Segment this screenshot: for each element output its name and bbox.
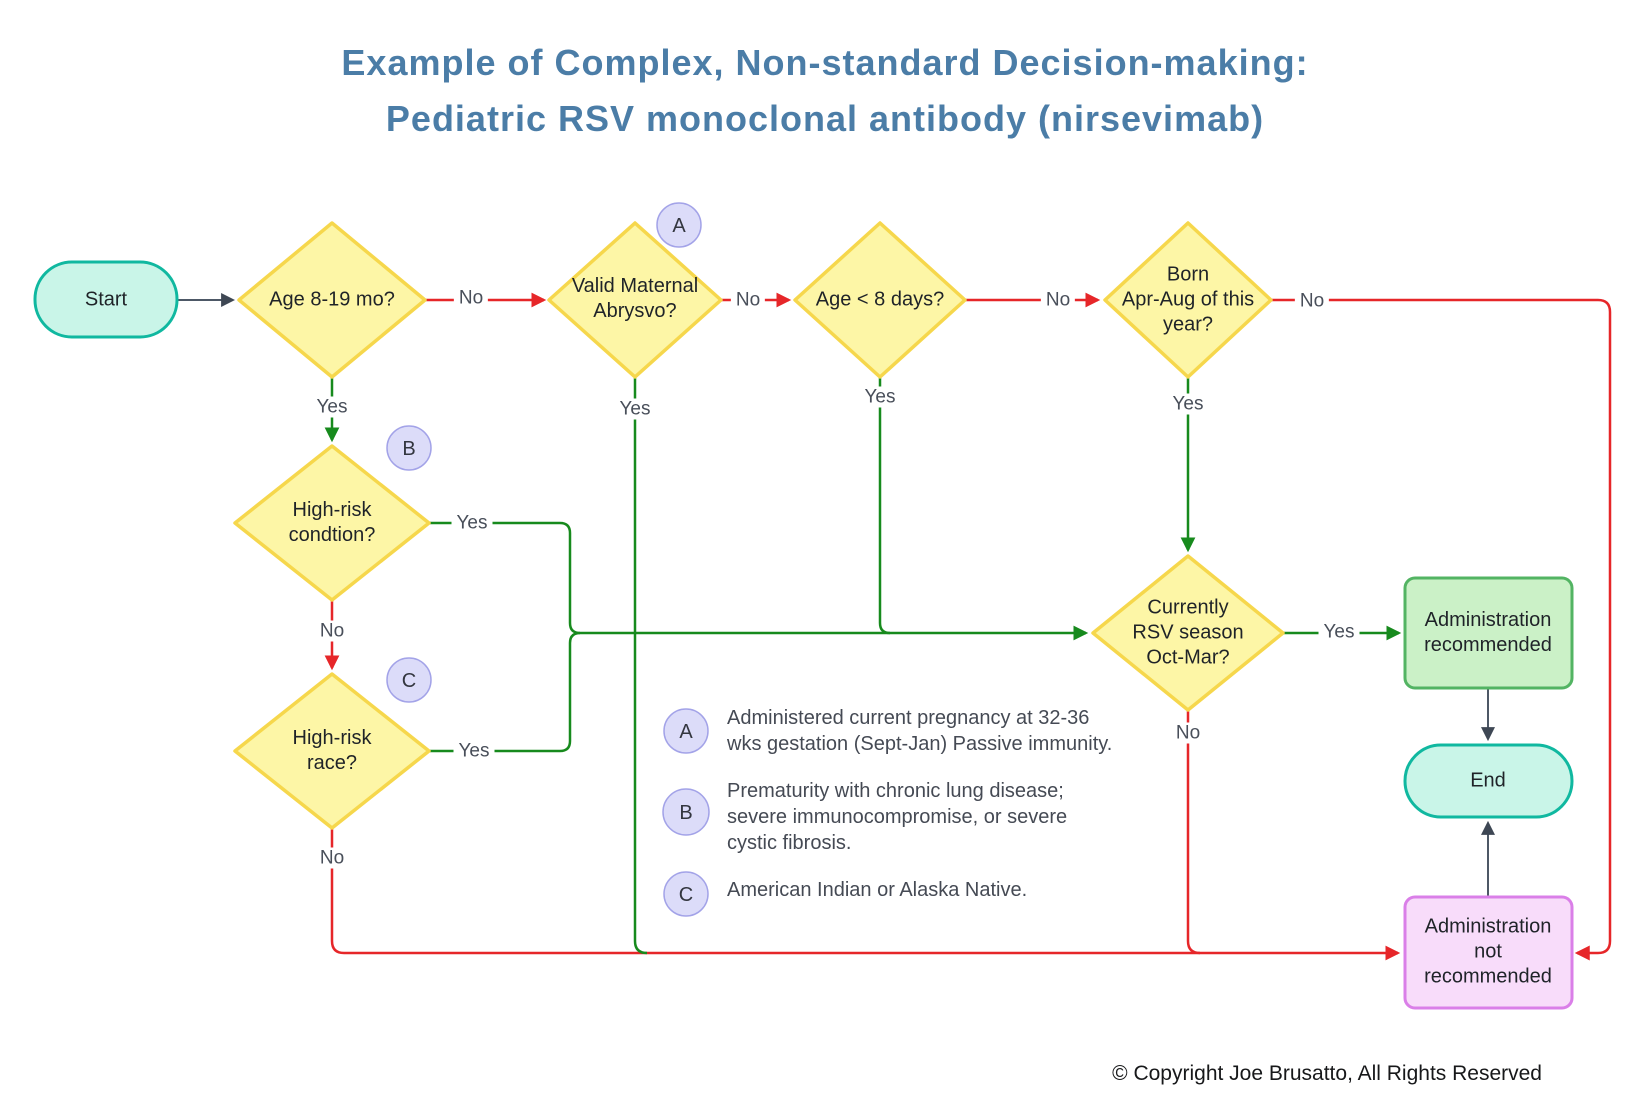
decision-rsv-season-shape: [1091, 554, 1285, 712]
end-terminal-label: End: [1470, 769, 1506, 792]
note-c-badge-circle: [386, 657, 432, 703]
decision-valid-maternal-shape: [547, 221, 723, 379]
decision-born-apr-aug-label: Born Apr-Aug of this year?: [1121, 263, 1255, 336]
decision-age-lt-8-days-shape: [793, 221, 967, 379]
legend-a-text: Administered current pregnancy at 32-36 …: [727, 707, 1113, 755]
page-title-line2: Pediatric RSV monoclonal antibody (nirse…: [385, 98, 1265, 139]
edge-maternal-yes: [633, 377, 648, 955]
start-terminal-label: Start: [84, 288, 128, 311]
note-b-badge-circle: [386, 425, 432, 471]
legend-b-badge-letter: B: [679, 802, 693, 824]
legend-a-badge-circle: [663, 708, 709, 754]
legend-c-badge-letter: C: [678, 884, 694, 906]
edge-label-maternal-no: No: [730, 289, 766, 311]
edge-label-condition-yes: Yes: [451, 512, 493, 534]
decision-valid-maternal-label: Valid Maternal Abrysvo?: [571, 275, 699, 322]
edge-race-no: [330, 828, 1401, 961]
edge-label-maternal-yes: Yes: [614, 398, 656, 420]
legend-c-badge-circle: [663, 871, 709, 917]
decision-high-risk-condition-shape: [233, 444, 431, 602]
admin-recommended-shape: [1403, 576, 1574, 690]
legend-b-text: Prematurity with chronic lung disease; s…: [727, 780, 1068, 854]
copyright-notice: © Copyright Joe Brusatto, All Rights Res…: [1112, 1062, 1542, 1085]
decision-age-8-19-label: Age 8-19 mo?: [269, 288, 395, 311]
edge-label-race-yes: Yes: [453, 740, 495, 762]
edge-label-age8days-yes: Yes: [859, 386, 901, 408]
edge-born-no: [1271, 298, 1612, 961]
decision-age-lt-8-days-label: Age < 8 days?: [815, 288, 945, 311]
edge-age8days-yes: [878, 377, 891, 635]
admin-not-recommended-shape: [1403, 895, 1574, 1010]
decision-born-apr-aug-shape: [1103, 221, 1273, 379]
edge-label-season-yes: Yes: [1318, 621, 1360, 643]
decision-age-8-19-shape: [237, 221, 427, 379]
edge-label-season-no: No: [1170, 722, 1206, 744]
start-terminal-shape: [33, 260, 179, 339]
edge-label-race-no: No: [314, 847, 350, 869]
edge-label-born-no: No: [1294, 290, 1330, 312]
legend-c-text: American Indian or Alaska Native.: [727, 879, 1028, 901]
note-b-badge-letter: B: [402, 438, 416, 460]
legend-a-badge-letter: A: [679, 721, 693, 743]
decision-high-risk-race-label: High-risk race?: [292, 727, 372, 774]
edge-label-condition-no: No: [314, 620, 350, 642]
admin-recommended-label: Administration recommended: [1424, 609, 1552, 656]
edge-label-age-yes: Yes: [311, 396, 353, 418]
edge-season-no: [1186, 710, 1201, 955]
page-title-line1: Example of Complex, Non-standard Decisio…: [341, 42, 1309, 83]
end-terminal-shape: [1403, 743, 1574, 819]
note-a-badge-letter: A: [672, 215, 686, 237]
note-a-badge-circle: [656, 202, 702, 248]
legend-b-badge-circle: [662, 788, 710, 836]
edge-race-yes: [429, 631, 581, 753]
decision-high-risk-condition-label: High-risk condtion?: [288, 499, 376, 546]
edge-condition-yes: [429, 521, 1089, 641]
edge-label-age-no: No: [453, 287, 489, 309]
edge-label-age8days-no: No: [1040, 289, 1076, 311]
edge-label-born-yes: Yes: [1167, 393, 1209, 415]
decision-rsv-season-label: Currently RSV season Oct-Mar?: [1132, 596, 1244, 669]
decision-high-risk-race-shape: [233, 672, 431, 830]
note-c-badge-letter: C: [401, 670, 417, 692]
admin-not-recommended-label: Administration not recommended: [1424, 915, 1552, 988]
